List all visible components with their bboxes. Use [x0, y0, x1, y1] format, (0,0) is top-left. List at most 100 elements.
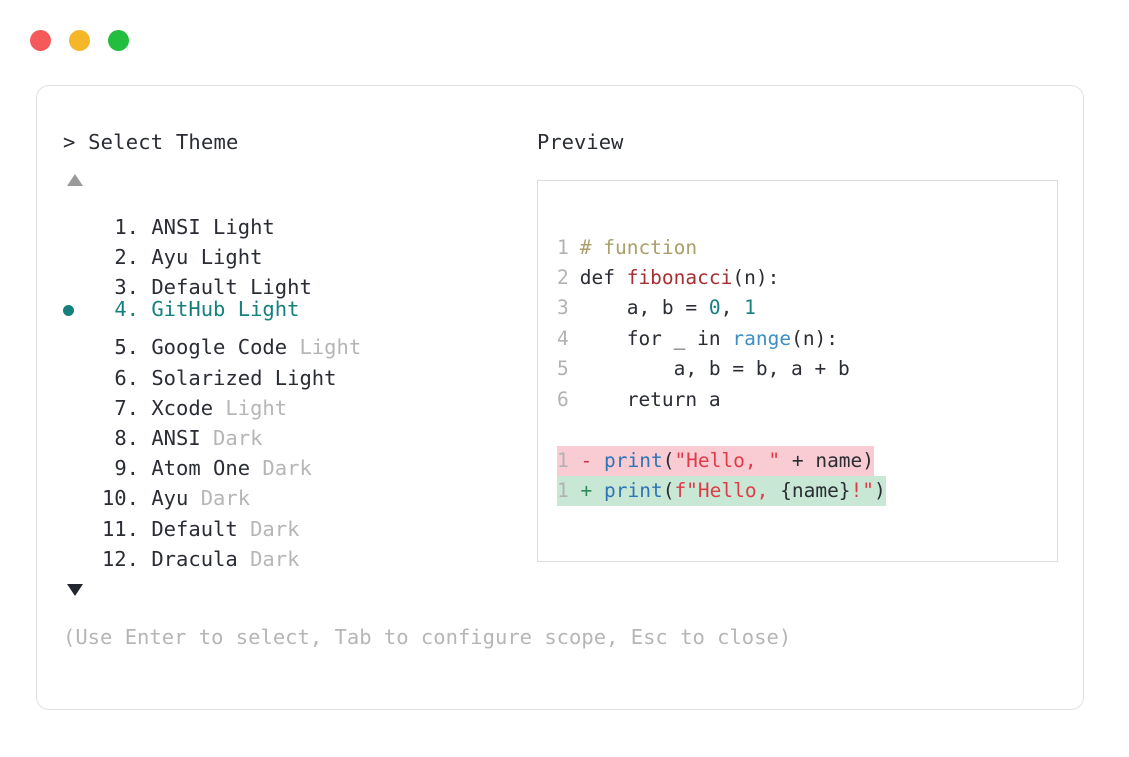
selection-bullet-slot [63, 475, 93, 505]
close-window-button[interactable] [30, 30, 51, 51]
theme-item-name: Xcode [151, 395, 214, 420]
selection-bullet-slot [63, 234, 93, 264]
code-token: return a [568, 387, 721, 411]
theme-item-index: 6. [114, 365, 139, 390]
selection-bullet-slot [63, 295, 93, 325]
theme-item-variant: Dark [237, 516, 300, 541]
triangle-up-icon[interactable] [67, 173, 83, 186]
theme-item-gap [139, 514, 151, 544]
theme-list-item[interactable]: 4. GitHub Light [63, 294, 523, 324]
theme-item-variant: Dark [200, 426, 263, 450]
theme-item-variant: Light [213, 395, 288, 420]
page-title: > Select Theme [63, 130, 239, 154]
theme-item-gap [139, 393, 151, 423]
code-token: , [720, 296, 745, 320]
diff-token: ( [662, 478, 675, 502]
selection-bullet-slot [63, 385, 93, 415]
selection-bullet-slot [63, 354, 93, 384]
selection-bullet-slot [63, 445, 93, 475]
diff-token: print [603, 448, 663, 472]
theme-item-name: Default Light [151, 275, 312, 300]
theme-item-index: 1. [114, 214, 139, 239]
diff-sample: 1 - print("Hello, " + name)1 + print(f"H… [557, 445, 886, 507]
theme-list-item[interactable]: 12. Dracula Dark [63, 536, 523, 571]
theme-item-index: 12. [101, 546, 139, 571]
window-controls [30, 30, 129, 51]
theme-item-name: Ayu Light [151, 244, 263, 269]
code-token: a, b = [568, 296, 709, 320]
line-number: 5 [557, 357, 569, 381]
theme-item-name: Default [151, 516, 238, 541]
code-token: a, b = b, a + b [568, 357, 850, 381]
theme-item-gap [139, 453, 151, 483]
theme-list-item[interactable]: 6. Solarized Light [63, 354, 523, 390]
line-number: 3 [557, 296, 569, 320]
selection-bullet-slot [63, 505, 93, 535]
diff-line-add: 1 + print(f"Hello, {name}!") [557, 475, 886, 507]
code-line: 1 # function [557, 233, 850, 263]
maximize-window-button[interactable] [108, 30, 129, 51]
diff-token: ) [874, 478, 886, 502]
theme-item-name: Dracula [151, 546, 238, 571]
theme-item-index: 8. [114, 426, 139, 450]
theme-list-item[interactable]: 9. Atom One Dark [63, 445, 523, 480]
theme-item-index: 7. [114, 395, 139, 420]
theme-item-index: 11. [101, 516, 139, 541]
theme-item-variant: Dark [188, 486, 251, 511]
theme-list-item[interactable]: 2. Ayu Light [63, 234, 523, 269]
selection-bullet-slot [63, 415, 93, 445]
line-number: 1 [557, 235, 569, 259]
theme-item-gap [139, 423, 151, 453]
diff-token: ( [662, 448, 675, 472]
diff-token: !" [850, 478, 875, 502]
theme-list-item[interactable]: 8. ANSI Dark [63, 415, 523, 450]
theme-item-gap [139, 483, 151, 513]
code-line: 4 for _ in range(n): [557, 324, 850, 354]
theme-item-gap [139, 332, 151, 362]
triangle-down-icon[interactable] [67, 583, 83, 596]
theme-item-index: 4. [114, 297, 139, 322]
code-token: range [732, 326, 792, 350]
theme-item-name: Atom One [151, 456, 251, 481]
code-token: (n): [732, 265, 780, 289]
code-line: 2 def fibonacci(n): [557, 263, 850, 293]
diff-line-number: 1 [557, 478, 569, 502]
theme-list-item[interactable]: 10. Ayu Dark [63, 475, 523, 510]
selection-bullet-slot [63, 264, 93, 294]
theme-list-item[interactable]: 5. Google Code Light [63, 324, 523, 359]
theme-item-variant: Dark [237, 546, 300, 571]
selection-bullet-slot [63, 204, 93, 234]
code-token: # function [568, 235, 698, 259]
theme-list-item[interactable]: 11. Default Dark [63, 505, 523, 541]
theme-item-index: 2. [114, 244, 139, 269]
code-line: 6 return a [557, 385, 850, 415]
theme-item-name: Google Code [151, 335, 288, 360]
theme-item-gap [139, 544, 151, 574]
theme-item-name: ANSI Light [151, 214, 275, 239]
theme-item-index: 3. [114, 275, 139, 300]
minimize-window-button[interactable] [69, 30, 90, 51]
theme-list-item[interactable]: 3. Default Light [63, 264, 523, 299]
theme-list-item[interactable]: 1. ANSI Light [63, 204, 523, 239]
theme-item-variant: Light [287, 335, 362, 360]
diff-marker: - [568, 448, 604, 472]
diff-token: + name) [780, 448, 875, 472]
selected-bullet-icon [63, 305, 74, 317]
diff-token: f"Hello, [674, 478, 781, 502]
keyboard-hint: (Use Enter to select, Tab to configure s… [63, 625, 792, 649]
diff-marker: + [568, 478, 604, 502]
theme-item-index: 5. [114, 335, 139, 360]
theme-item-index: 9. [114, 456, 139, 481]
line-number: 2 [557, 265, 569, 289]
line-number: 6 [557, 387, 569, 411]
theme-item-variant: Dark [250, 456, 312, 481]
code-token: 1 [744, 296, 756, 320]
theme-item-gap [139, 212, 151, 242]
theme-list-item[interactable]: 7. Xcode Light [63, 385, 523, 420]
